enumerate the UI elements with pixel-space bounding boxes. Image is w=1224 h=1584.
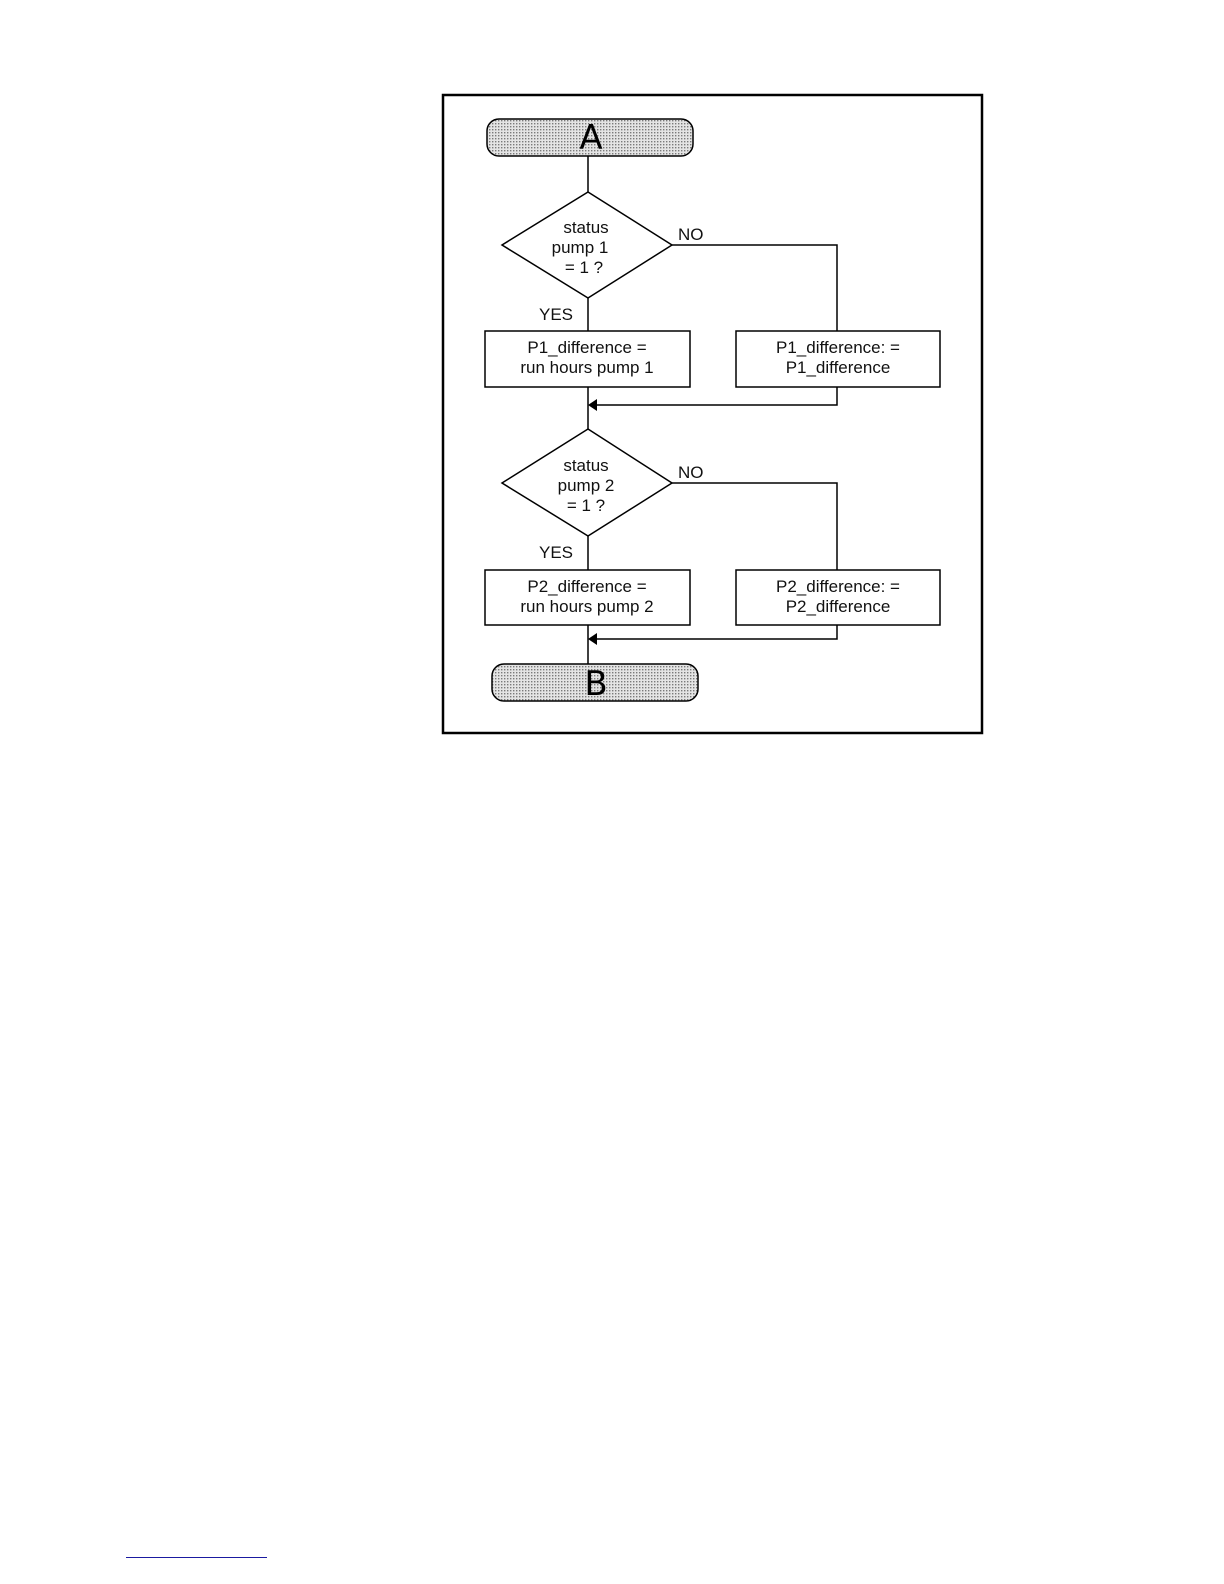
decision-2-line-1: status [563, 456, 608, 475]
process-p1-no-line-2: P1_difference [786, 358, 891, 377]
diagram-frame [443, 95, 982, 733]
end-terminal-label: B [584, 664, 607, 704]
decision-1-no-label: NO [678, 225, 704, 244]
decision-1-yes-label: YES [539, 305, 573, 324]
decision-1-line-1: status [563, 218, 608, 237]
decision-2-line-2: pump 2 [558, 476, 615, 495]
process-p1-no: P1_difference: = P1_difference [736, 331, 940, 387]
process-p2-no-line-2: P2_difference [786, 597, 891, 616]
start-terminal-label: A [579, 118, 602, 158]
process-p2-yes-line-1: P2_difference = [527, 577, 646, 596]
process-p1-no-line-1: P1_difference: = [776, 338, 900, 357]
process-p1-yes-line-1: P1_difference = [527, 338, 646, 357]
process-p1-yes-line-2: run hours pump 1 [520, 358, 653, 377]
process-p2-no: P2_difference: = P2_difference [736, 570, 940, 625]
decision-2-yes-label: YES [539, 543, 573, 562]
process-p2-yes-line-2: run hours pump 2 [520, 597, 653, 616]
process-p1-yes: P1_difference = run hours pump 1 [485, 331, 690, 387]
end-connector-b: B [492, 664, 698, 704]
process-p2-no-line-1: P2_difference: = [776, 577, 900, 596]
decision-1-line-3: = 1 ? [565, 258, 603, 277]
process-p2-yes: P2_difference = run hours pump 2 [485, 570, 690, 625]
decision-1-line-2: pump 1 [552, 238, 609, 257]
footnote-separator [126, 1557, 267, 1558]
decision-2-no-label: NO [678, 463, 704, 482]
decision-2-line-3: = 1 ? [567, 496, 605, 515]
start-connector-a: A [487, 118, 693, 158]
